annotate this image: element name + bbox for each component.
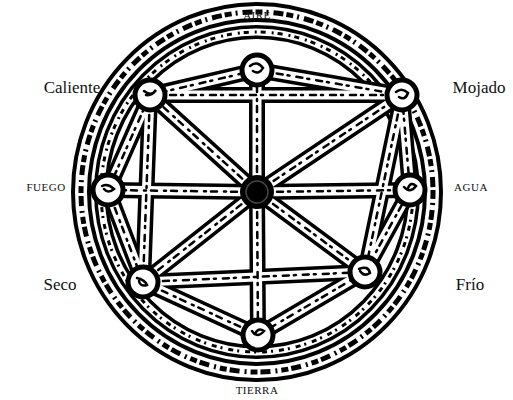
element-label: TIERRA bbox=[236, 384, 279, 396]
element-label: AGUA bbox=[454, 181, 488, 193]
element-label: AIRE bbox=[243, 9, 271, 21]
quality-label: Frío bbox=[456, 276, 484, 295]
quality-label: Mojado bbox=[453, 79, 506, 98]
quality-label: Seco bbox=[43, 276, 76, 295]
element-label: FUEGO bbox=[26, 181, 65, 193]
quality-label: Caliente bbox=[44, 79, 101, 98]
